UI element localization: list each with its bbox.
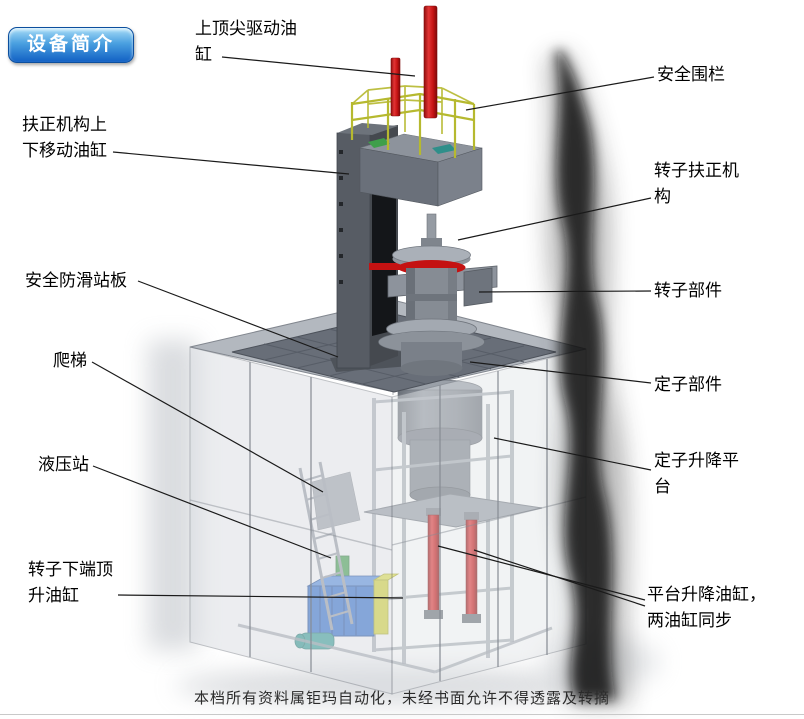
head-assembly xyxy=(359,133,483,207)
callout-platform-lift-cylinders: 平台升降油缸，两油缸同步 xyxy=(647,585,766,630)
callout-safety-fence: 安全围栏 xyxy=(657,65,725,84)
callout-rotor-bottom-jack-cylinder: 转子下端顶升油缸 xyxy=(28,560,113,605)
leader-line xyxy=(437,545,646,601)
callout-top-spindle-cylinder: 上顶尖驱动油缸 xyxy=(195,19,297,64)
leader-line xyxy=(457,197,652,241)
title-badge: 设备简介 xyxy=(8,27,134,63)
callout-stator-lift-platform: 定子升降平台 xyxy=(654,451,739,496)
leader-line xyxy=(221,56,416,77)
callout-anti-slip-platform: 安全防滑站板 xyxy=(25,271,127,290)
leader-lines xyxy=(91,56,655,607)
enclosure-walls xyxy=(189,302,587,695)
watermark-text: 本档所有资料属钜玛自动化，未经书面允许不得透露及转摘 xyxy=(193,691,610,707)
callout-centering-lift-cylinder: 扶正机构上下移动油缸 xyxy=(22,115,107,160)
leader-line xyxy=(112,151,350,175)
leader-line xyxy=(91,361,324,493)
callout-rotor-component: 转子部件 xyxy=(654,281,722,300)
leader-line xyxy=(137,280,339,358)
callout-hydraulic-station: 液压站 xyxy=(38,455,89,474)
top-drive-cylinder-rods xyxy=(390,5,438,119)
leader-line xyxy=(493,437,652,471)
leader-line xyxy=(465,76,655,111)
page-bottom-rule xyxy=(0,714,804,715)
callout-stator-component: 定子部件 xyxy=(654,375,722,394)
leader-line xyxy=(469,361,652,384)
leader-line xyxy=(478,290,652,293)
leader-line xyxy=(92,465,332,559)
callout-rotor-centering-mechanism: 转子扶正机构 xyxy=(654,161,739,206)
leader-line xyxy=(117,594,404,599)
safety-railing xyxy=(350,85,476,158)
callout-ladder: 爬梯 xyxy=(53,351,87,370)
platform-lift-cylinder-rods xyxy=(424,508,481,623)
leader-line xyxy=(473,549,646,607)
rotor-assembly xyxy=(378,213,485,376)
